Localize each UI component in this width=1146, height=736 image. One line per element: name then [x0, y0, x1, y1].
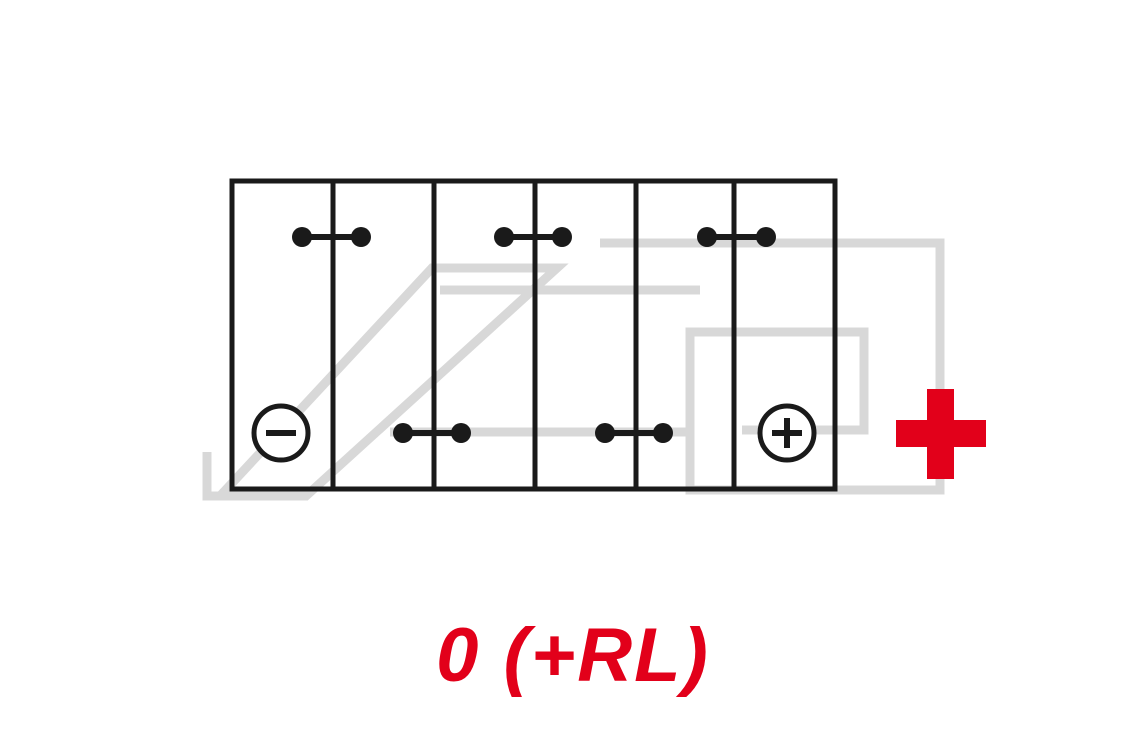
cell-connectors-bottom	[393, 423, 673, 443]
polarity-code-label: 0 (+RL)	[436, 613, 710, 698]
red-plus-sign-icon	[896, 389, 986, 479]
cell-connector	[697, 227, 776, 247]
cell-connector	[595, 423, 673, 443]
cell-connector	[494, 227, 572, 247]
brand-watermark-icon	[202, 238, 945, 501]
battery-outline	[229, 178, 838, 492]
cell-connector	[292, 227, 371, 247]
cell-connector	[393, 423, 471, 443]
cell-connectors-top	[292, 227, 776, 247]
plus-terminal-icon	[757, 403, 817, 463]
minus-terminal-icon	[251, 403, 311, 463]
